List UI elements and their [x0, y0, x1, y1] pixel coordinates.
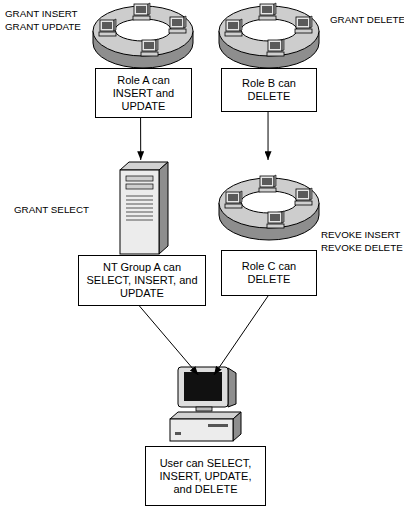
server-icon: [120, 162, 168, 254]
role-node: Role B can DELETE: [221, 2, 317, 112]
permission-label: REVOKE DELETE: [321, 242, 403, 254]
permission-label: GRANT SELECT: [14, 204, 89, 216]
role-box: Role A can INSERT and UPDATE: [95, 68, 192, 118]
role-box: User can SELECT, INSERT, UPDATE, and DEL…: [145, 446, 266, 506]
permission-label: GRANT UPDATE: [5, 21, 81, 33]
node-text: Role A can INSERT and UPDATE: [100, 74, 187, 113]
grant-arrow: [140, 118, 141, 160]
permission-label: GRANT INSERT: [5, 8, 78, 20]
grant-arrow: [214, 296, 268, 375]
role-node: Role A can INSERT and UPDATE: [95, 2, 192, 118]
role-box: Role B can DELETE: [221, 68, 317, 112]
permission-label: GRANT DELETE: [330, 14, 404, 26]
role-node: Role C can DELETE: [221, 160, 317, 296]
user-computer-icon: [170, 367, 241, 441]
network-icon: [93, 3, 193, 68]
grant-arrow: [139, 306, 198, 375]
node-text: Role C can DELETE: [226, 260, 312, 286]
node-text: User can SELECT, INSERT, UPDATE, and DEL…: [150, 457, 261, 496]
network-icon: [219, 175, 319, 240]
role-node: NT Group A can SELECT, INSERT, and UPDAT…: [78, 160, 206, 306]
role-box: NT Group A can SELECT, INSERT, and UPDAT…: [78, 255, 206, 306]
network-icon: [219, 3, 319, 68]
role-box: Role C can DELETE: [221, 250, 317, 296]
role-node: User can SELECT, INSERT, UPDATE, and DEL…: [145, 375, 266, 506]
grant-arrow: [268, 112, 269, 160]
permission-label: REVOKE INSERT: [321, 229, 400, 241]
node-text: NT Group A can SELECT, INSERT, and UPDAT…: [83, 261, 201, 300]
node-text: Role B can DELETE: [226, 77, 312, 103]
